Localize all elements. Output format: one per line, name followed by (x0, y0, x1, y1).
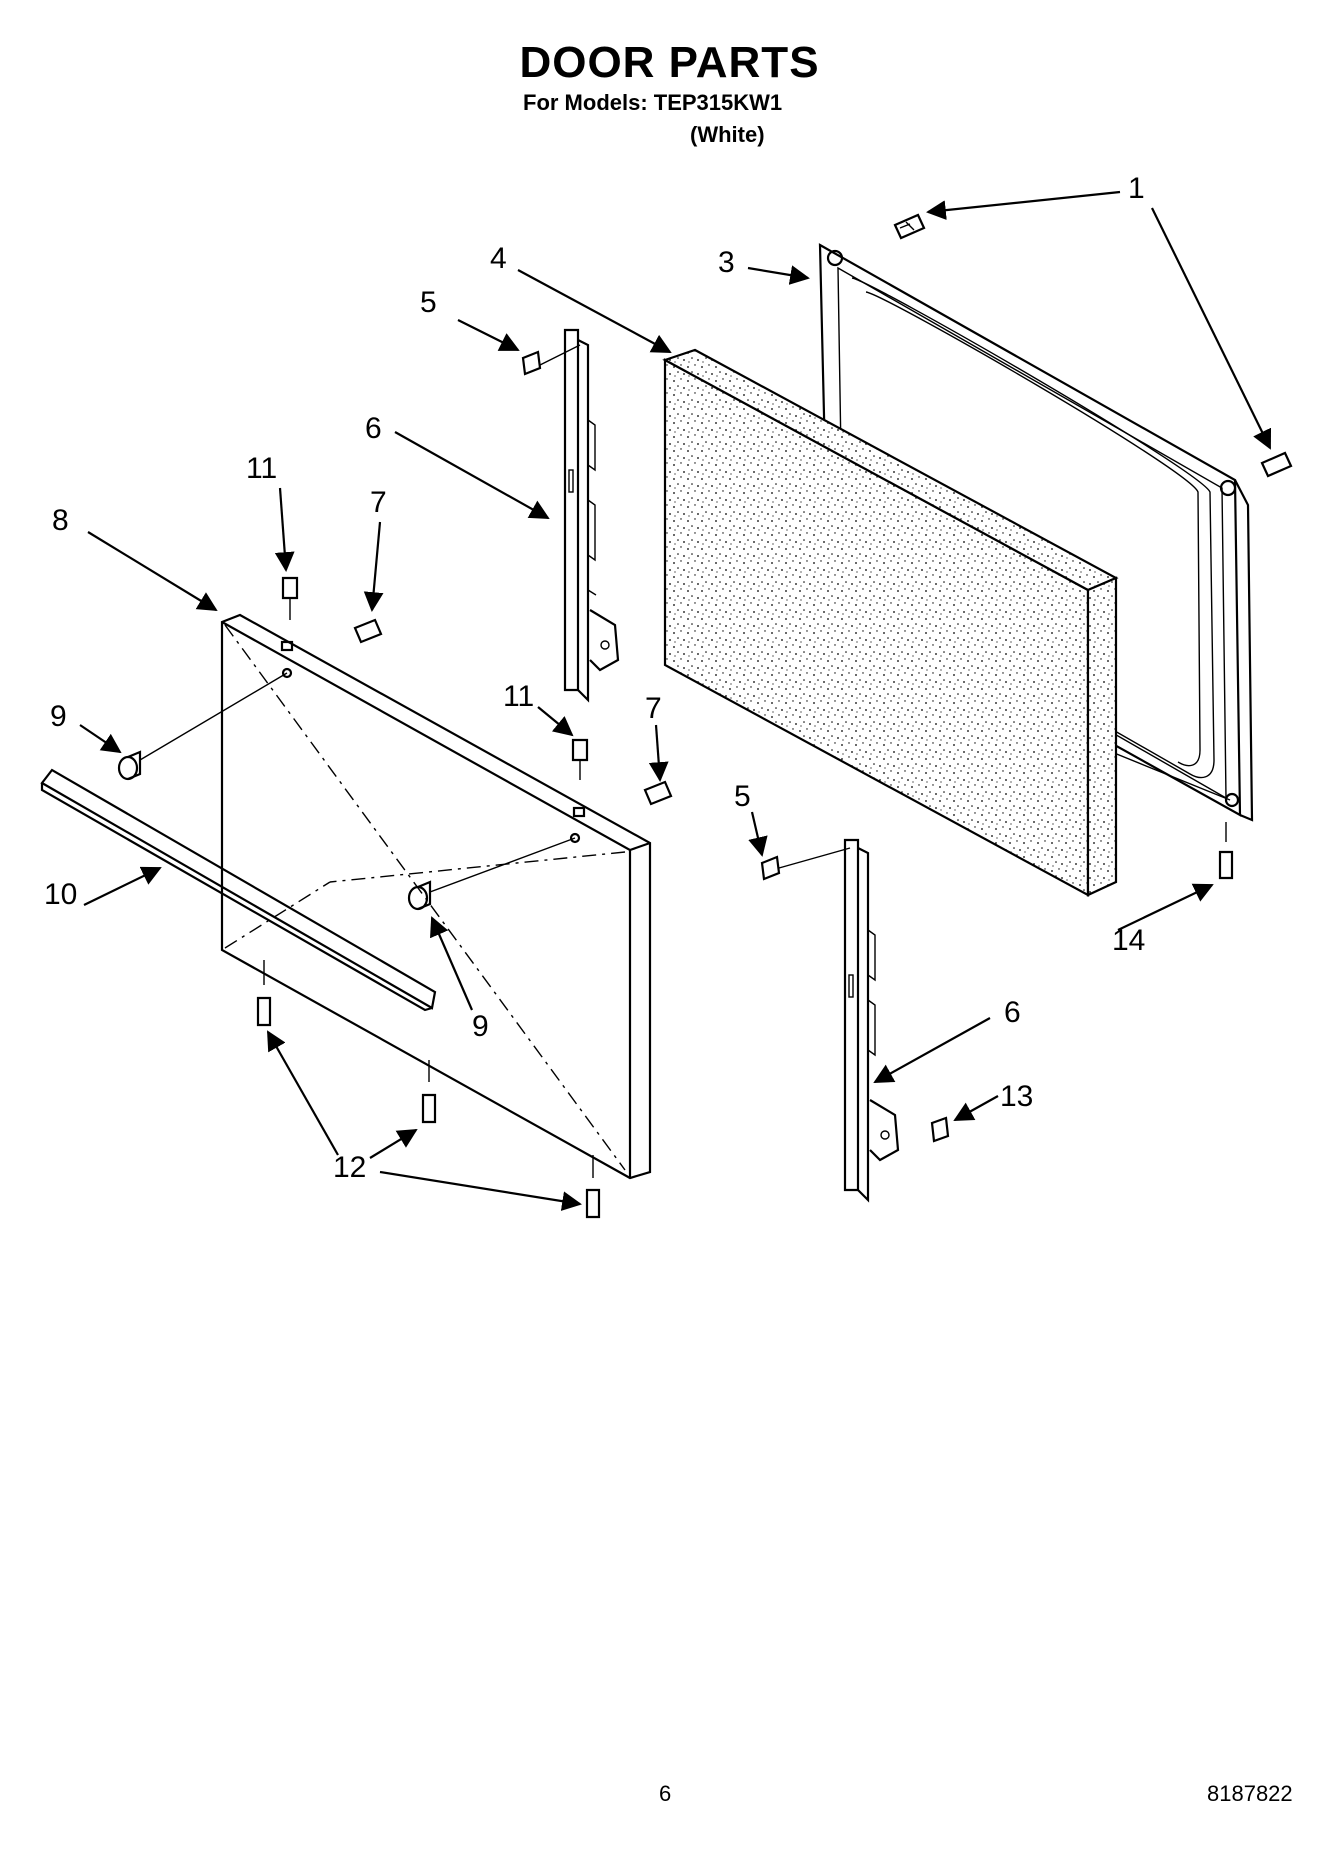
insulation-block (662, 348, 1119, 897)
callout-5-bottom: 5 (734, 780, 751, 813)
callout-9-right: 9 (472, 1010, 489, 1043)
callout-12: 12 (333, 1151, 366, 1184)
callout-7-right: 7 (645, 692, 662, 725)
screw-1-top (893, 213, 926, 240)
clip-13 (930, 1116, 950, 1143)
hinge-channel-left (563, 328, 620, 703)
screw-12-c (585, 1188, 601, 1219)
callout-11-right: 11 (503, 680, 534, 713)
callout-9-left: 9 (50, 700, 67, 733)
door-trim-strip (40, 768, 437, 1012)
callout-3: 3 (718, 246, 735, 279)
spacer-9-left (117, 750, 142, 781)
callout-7-left: 7 (370, 486, 387, 519)
clip-5-bottom (760, 855, 781, 881)
callout-14: 14 (1112, 924, 1145, 957)
hinge-channel-right (843, 838, 900, 1203)
leader-lines (79, 190, 1272, 1211)
color-note: (White) (690, 122, 765, 147)
screw-11-left (281, 576, 299, 620)
callout-5-top: 5 (420, 286, 437, 319)
spacer-9-right (407, 880, 432, 911)
callout-8: 8 (52, 504, 69, 537)
callout-11-left: 11 (246, 452, 277, 485)
screw-7-left (353, 618, 383, 644)
callout-10: 10 (44, 878, 77, 911)
callout-13: 13 (1000, 1080, 1033, 1113)
callout-1: 1 (1128, 172, 1145, 205)
screw-12-a (256, 996, 272, 1027)
screw-14 (1218, 850, 1234, 880)
callout-6-bottom: 6 (1004, 996, 1021, 1029)
page-number: 6 (659, 1781, 672, 1806)
screw-12-b (421, 1093, 437, 1124)
callout-6-top: 6 (365, 412, 382, 445)
page-title: DOOR PARTS (519, 38, 820, 87)
screw-1-right (1260, 451, 1293, 478)
callout-4: 4 (490, 242, 507, 275)
clip-5-top (521, 350, 542, 376)
screw-11-right (571, 738, 589, 780)
screw-7-right (643, 780, 673, 806)
outer-door-panel (220, 613, 652, 1180)
document-number: 8187822 (1207, 1781, 1293, 1806)
models-line: For Models: TEP315KW1 (523, 90, 783, 115)
